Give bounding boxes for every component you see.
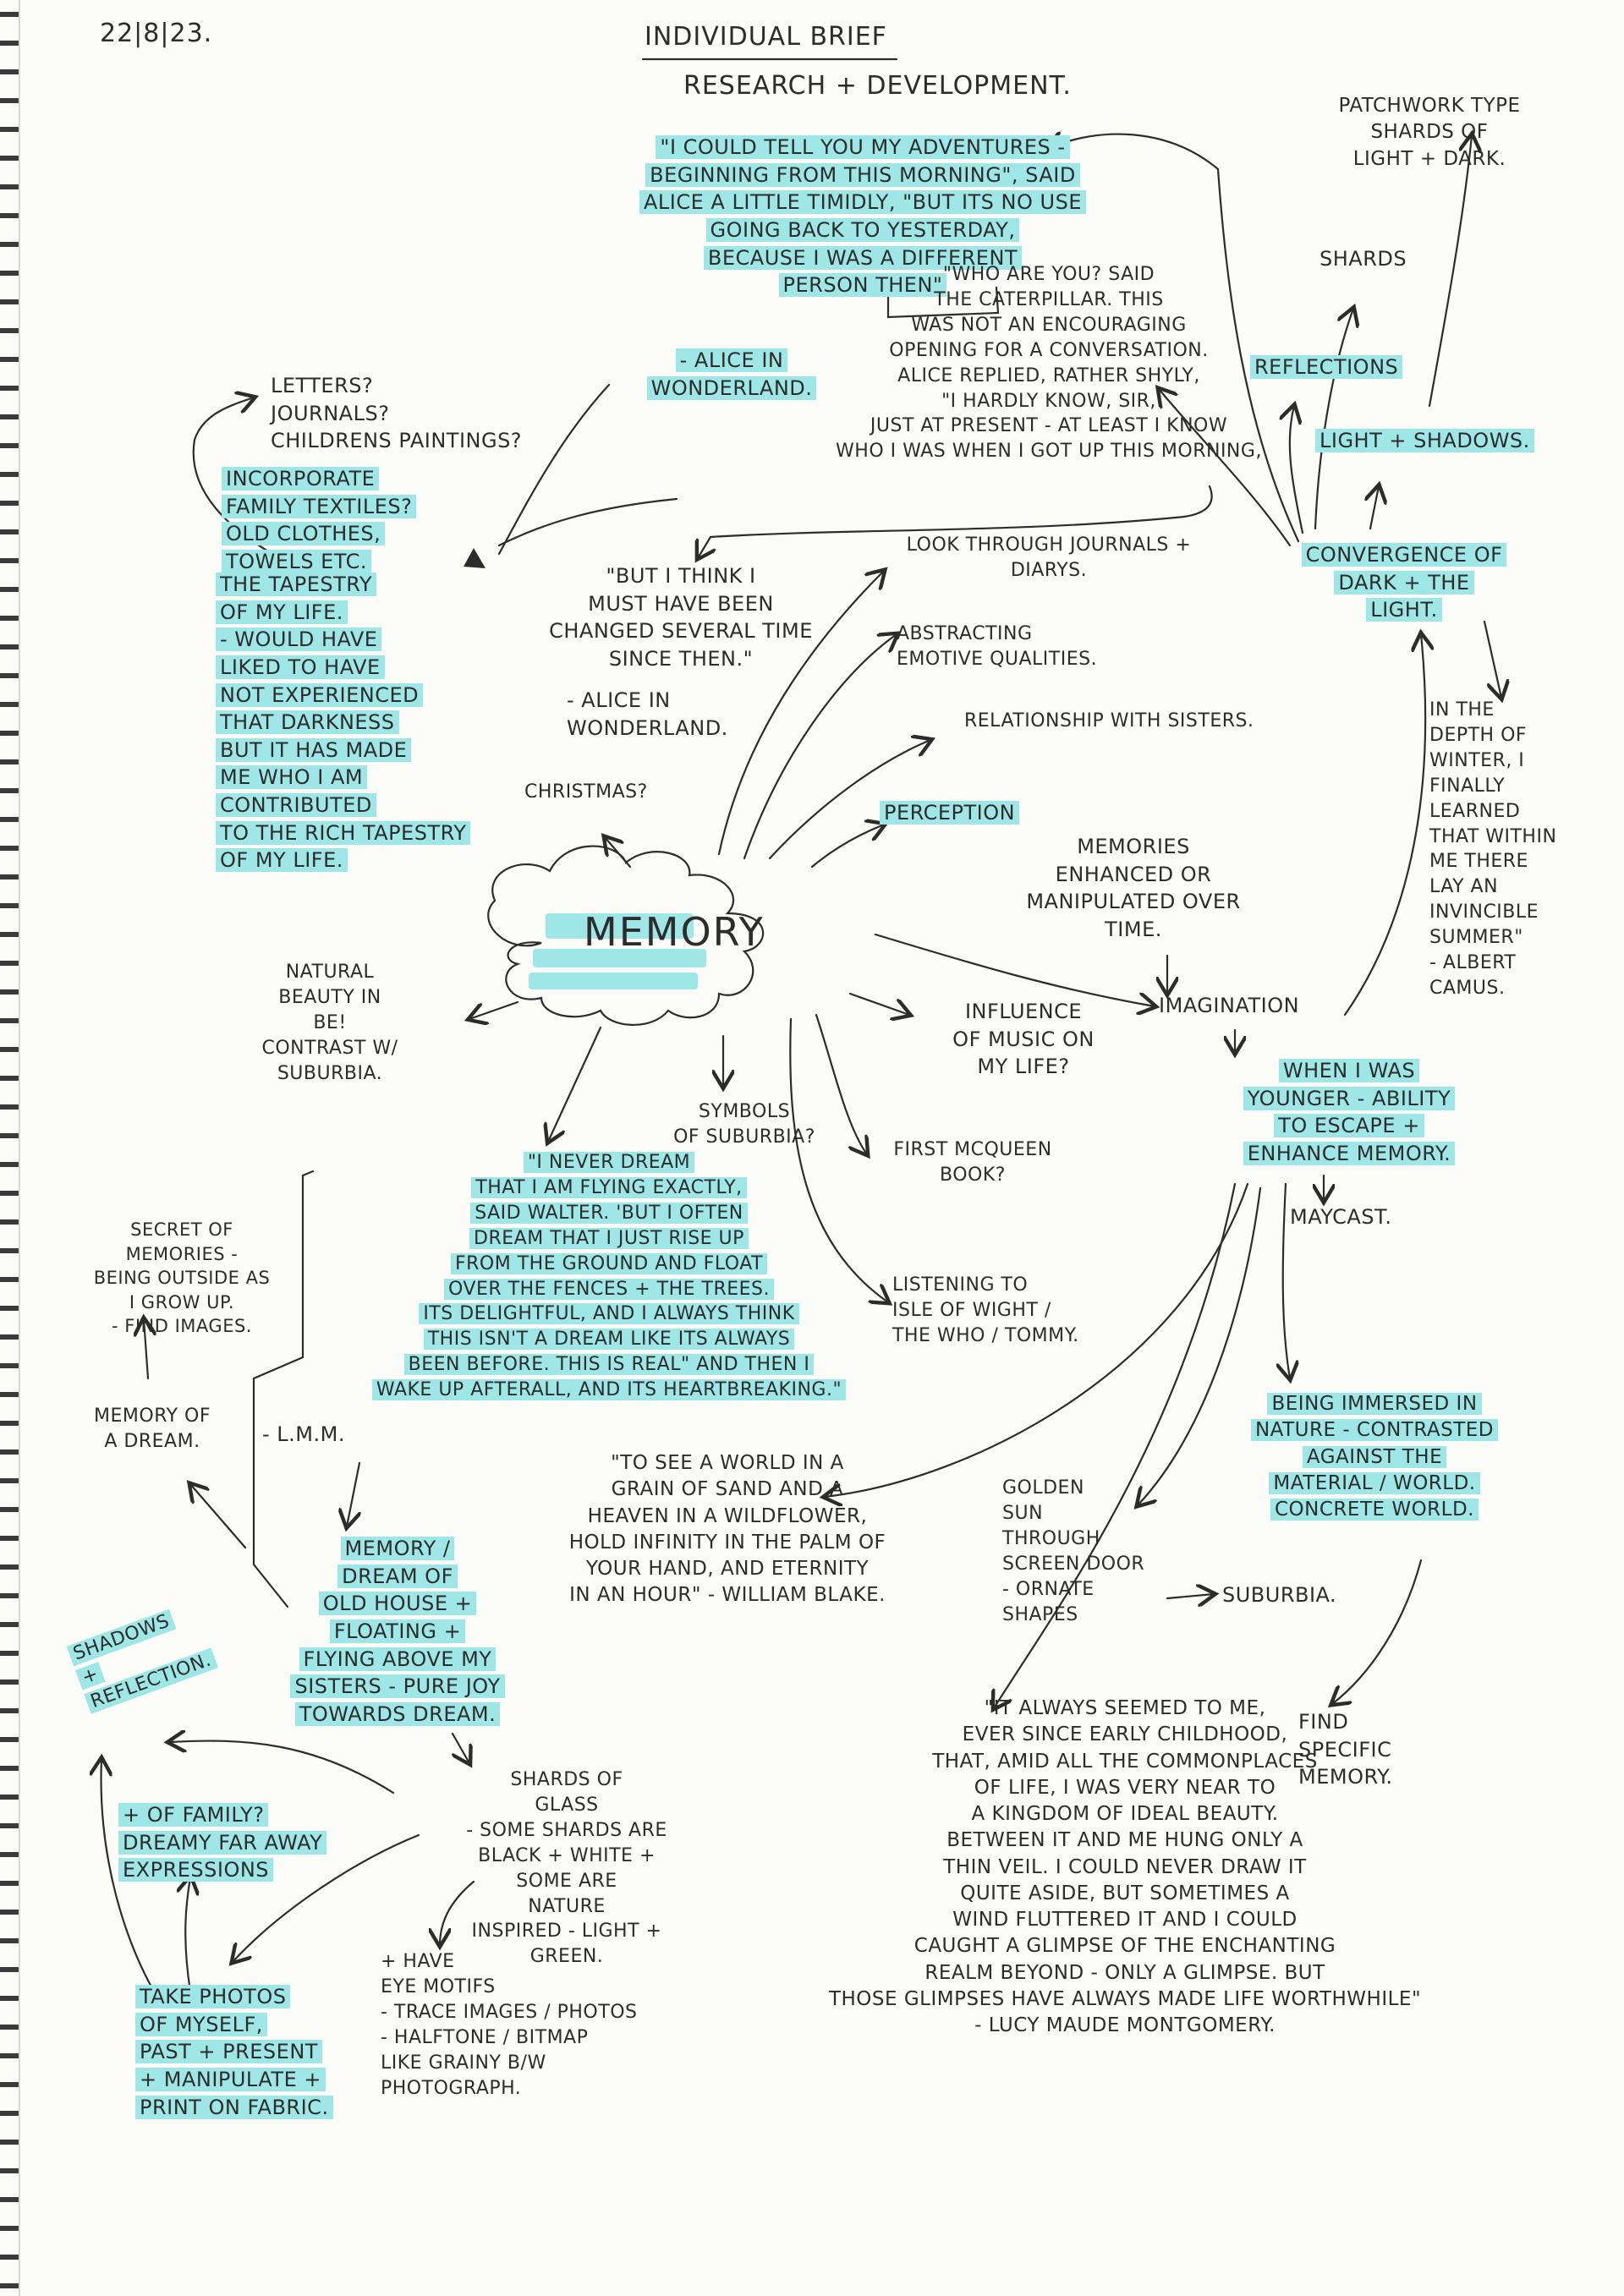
note-imagination: Imagination bbox=[1159, 994, 1300, 1017]
memory-highlight-bars bbox=[529, 913, 706, 989]
triangle-doodle bbox=[464, 548, 486, 568]
note-symbols: Symbols of suburbia? bbox=[673, 1101, 815, 1148]
note-take-photos: Take photos of myself, past + present + … bbox=[135, 1983, 406, 2121]
page-subtitle: RESEARCH + DEVELOPMENT. bbox=[683, 71, 1072, 101]
quote-changed-credit: - Alice in Wonderland. bbox=[567, 688, 728, 740]
note-patchwork: Patchwork type shards of light + dark. bbox=[1338, 95, 1521, 170]
note-christmas: Christmas? bbox=[524, 781, 648, 803]
note-memories-enhanced: Memories enhanced or manipulated over ti… bbox=[1026, 835, 1241, 941]
note-maycast: Maycast. bbox=[1290, 1205, 1392, 1229]
center-topic: MEMORY bbox=[584, 909, 765, 955]
quote-blake: "To see a world in a grain of sand and a… bbox=[568, 1452, 886, 1607]
quote-alice-adventures: "I could tell you my adventures - beginn… bbox=[541, 134, 1184, 299]
quote-alice-adventures-credit: - Alice in Wonderland. bbox=[630, 347, 833, 402]
note-look-through: Look through journals + diarys. bbox=[906, 534, 1192, 581]
note-tapestry: The tapestry of my life. - Would have li… bbox=[216, 571, 520, 874]
spiral-binding bbox=[0, 0, 20, 2296]
quote-walter: "I never dream that I am flying exactly,… bbox=[304, 1150, 914, 1403]
note-immersed: Being immersed in nature - contrasted ag… bbox=[1231, 1391, 1518, 1523]
note-find-specific: Find specific memory. bbox=[1298, 1710, 1393, 1789]
note-memory-dream: Memory of a dream. bbox=[94, 1406, 211, 1452]
quote-caterpillar: "Who are you? said the Caterpillar. This… bbox=[836, 264, 1262, 463]
note-influence-music: Influence of music on my life? bbox=[952, 1000, 1095, 1079]
quote-camus: In the depth of winter, I finally learne… bbox=[1429, 699, 1557, 999]
page-title: INDIVIDUAL BRIEF bbox=[645, 22, 887, 52]
note-eye-motifs: + have eye motifs - trace images / photo… bbox=[381, 1951, 638, 2099]
note-memory-old-house: Memory / dream of old house + floating +… bbox=[220, 1535, 575, 1728]
note-perception: Perception bbox=[880, 799, 1020, 827]
memory-cloud bbox=[487, 845, 765, 1027]
note-convergence: Convergence of dark + the light. bbox=[1286, 541, 1522, 624]
note-when-younger: When I was younger - ability to escape +… bbox=[1205, 1057, 1493, 1168]
quote-montgomery: "It always seemed to me, ever since earl… bbox=[828, 1697, 1422, 2037]
note-abstracting: Abstracting emotive qualities. bbox=[897, 623, 1098, 670]
note-listening: Listening to Isle of Wight / the Who / T… bbox=[892, 1274, 1079, 1346]
note-first-mcqueen: First McQueen book? bbox=[893, 1139, 1052, 1186]
note-suburbia: Suburbia. bbox=[1222, 1583, 1337, 1607]
note-reflections: Reflections bbox=[1250, 353, 1403, 381]
note-letters: Letters? Journals? Childrens paintings? bbox=[271, 374, 523, 453]
quote-walter-credit: - L.M.M. bbox=[262, 1422, 345, 1446]
note-light-shadows: Light + Shadows. bbox=[1315, 427, 1534, 455]
page-date: 22|8|23. bbox=[100, 19, 213, 48]
note-shards-of-glass: Shards of glass - some shards are black … bbox=[466, 1769, 667, 1968]
note-relationship: Relationship with sisters. bbox=[964, 710, 1254, 732]
note-incorporate: Incorporate family textiles? old clothes… bbox=[222, 465, 417, 576]
note-secret-memories: Secret of memories - being outside as I … bbox=[93, 1219, 271, 1337]
note-shards: Shards bbox=[1320, 247, 1407, 271]
note-golden-sun: Golden sun through screen door - ornate … bbox=[1002, 1477, 1145, 1625]
note-natural-beauty: Natural beauty in BE! contrast w/ suburb… bbox=[261, 962, 398, 1084]
quote-changed: "But I think I must have been changed se… bbox=[549, 564, 813, 671]
note-of-family: + of family? dreamy far away expressions bbox=[118, 1801, 327, 1884]
